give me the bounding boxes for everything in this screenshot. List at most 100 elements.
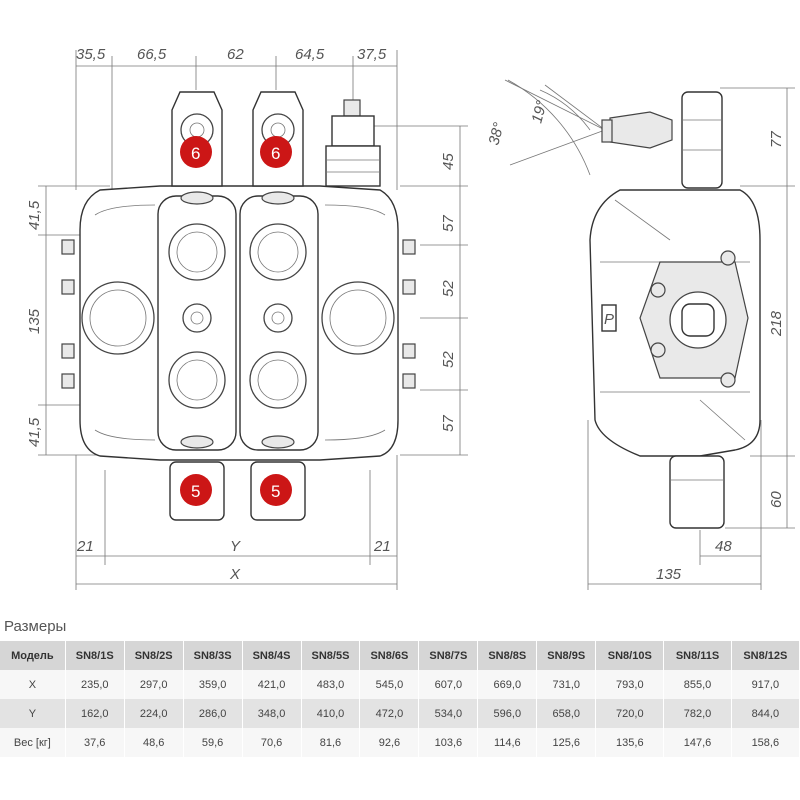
side-bottom-dimension-chain: 48 135 (587, 420, 762, 590)
outlet-port (321, 281, 395, 355)
angle-dimension: 38° 19° (485, 79, 606, 176)
row-label: X (0, 670, 66, 699)
table-cell: 297,0 (124, 670, 184, 699)
dimensions-table: Модель SN8/1S SN8/2S SN8/3S SN8/4S SN8/5… (0, 641, 800, 757)
header-model: SN8/7S (418, 641, 479, 670)
angle-inner: 19° (528, 99, 550, 125)
table-cell: 37,6 (65, 728, 125, 757)
top-dim-4: 64,5 (295, 46, 325, 63)
header-model: SN8/1S (65, 641, 125, 670)
right-dim-3: 52 (440, 280, 457, 297)
right-dimension-chain: 45 57 52 52 57 (360, 125, 468, 456)
table-cell: 235,0 (65, 670, 125, 699)
bolt-right-2 (402, 279, 416, 295)
top-dimension-chain: 35,5 66,5 62 64,5 37,5 (75, 46, 398, 190)
table-cell: 359,0 (183, 670, 243, 699)
table-cell: 224,0 (124, 699, 184, 728)
left-dimension-chain: 41,5 135 41,5 (26, 185, 110, 456)
port-marker-top-1: 6 (180, 136, 212, 168)
top-dim-1: 35,5 (76, 46, 106, 63)
header-model: SN8/4S (242, 641, 302, 670)
table-cell: 103,6 (418, 728, 479, 757)
table-cell: 125,6 (536, 728, 597, 757)
side-dim-218: 218 (768, 310, 785, 337)
side-dim-77: 77 (768, 131, 785, 148)
port-marker-bottom-2-label: 5 (271, 482, 280, 501)
side-view: 38° 19° 77 218 60 48 135 (485, 79, 795, 590)
header-model: SN8/3S (183, 641, 243, 670)
bottom-dim-x: X (229, 566, 241, 583)
bolt-right-1 (402, 239, 416, 255)
header-model: SN8/5S (301, 641, 361, 670)
bolt-right-3 (402, 343, 416, 359)
bottom-dim-left: 21 (76, 538, 94, 555)
header-model: SN8/6S (359, 641, 420, 670)
port-marker-top-2: 6 (260, 136, 292, 168)
table-cell: 92,6 (359, 728, 420, 757)
bolt-left-4 (61, 373, 75, 389)
table-cell: 545,0 (359, 670, 420, 699)
left-dim-2: 135 (26, 308, 43, 334)
port-marker-top-2-label: 6 (271, 144, 280, 163)
table-cell: 59,6 (183, 728, 243, 757)
header-model: SN8/2S (124, 641, 184, 670)
table-cell: 472,0 (359, 699, 420, 728)
bolt-left-3 (61, 343, 75, 359)
top-dim-5: 37,5 (357, 46, 387, 63)
relief-valve (325, 99, 381, 187)
table-cell: 669,0 (477, 670, 538, 699)
bolt-left-2 (61, 279, 75, 295)
angle-outer: 38° (485, 121, 507, 147)
table-cell: 607,0 (418, 670, 479, 699)
table-cell: 483,0 (301, 670, 361, 699)
table-cell: 731,0 (536, 670, 597, 699)
table-cell: 348,0 (242, 699, 302, 728)
bottom-dimension-chain: 21 Y 21 X (75, 455, 398, 590)
table-cell: 421,0 (242, 670, 302, 699)
table-title: Размеры (4, 618, 67, 635)
table-row-weight: Вес [кг] 37,6 48,6 59,6 70,6 81,6 92,6 1… (0, 728, 800, 757)
table-cell: 410,0 (301, 699, 361, 728)
left-dim-1: 41,5 (26, 200, 43, 230)
table-cell: 782,0 (663, 699, 732, 728)
right-dim-2: 57 (440, 215, 457, 232)
top-dim-3: 62 (227, 46, 244, 63)
right-dim-5: 57 (440, 415, 457, 432)
table-cell: 534,0 (418, 699, 479, 728)
bottom-dim-right: 21 (373, 538, 391, 555)
left-dim-3: 41,5 (26, 417, 43, 447)
table-cell: 135,6 (595, 728, 665, 757)
header-model: SN8/10S (595, 641, 665, 670)
row-label: Вес [кг] (0, 728, 66, 757)
port-marker-top-1-label: 6 (191, 144, 200, 163)
top-dim-2: 66,5 (137, 46, 167, 63)
table-cell: 855,0 (663, 670, 732, 699)
table-cell: 81,6 (301, 728, 361, 757)
table-cell: 720,0 (595, 699, 665, 728)
table-cell: 844,0 (731, 699, 800, 728)
table-cell: 48,6 (124, 728, 184, 757)
front-view: 35,5 66,5 62 64,5 37,5 41,5 135 41,5 (26, 46, 468, 590)
table-row-y: Y 162,0 224,0 286,0 348,0 410,0 472,0 53… (0, 699, 800, 728)
table-cell: 917,0 (731, 670, 800, 699)
side-dim-135: 135 (656, 566, 682, 583)
side-dim-60: 60 (768, 491, 785, 508)
port-marker-bottom-1-label: 5 (191, 482, 200, 501)
right-dim-1: 45 (440, 153, 457, 170)
port-p-label: P (604, 311, 614, 328)
table-row-x: X 235,0 297,0 359,0 421,0 483,0 545,0 60… (0, 670, 800, 699)
bolt-left-1 (61, 239, 75, 255)
side-right-dimension-chain: 77 218 60 (720, 87, 795, 529)
technical-drawing: 35,5 66,5 62 64,5 37,5 41,5 135 41,5 (26, 46, 795, 590)
table-cell: 70,6 (242, 728, 302, 757)
header-label: Модель (0, 641, 66, 670)
valve-body-front (61, 91, 416, 521)
table-cell: 286,0 (183, 699, 243, 728)
right-dim-4: 52 (440, 351, 457, 368)
inlet-port (81, 281, 155, 355)
bottom-dim-y: Y (230, 538, 241, 555)
bolt-right-4 (402, 373, 416, 389)
table-cell: 158,6 (731, 728, 800, 757)
port-p-box (601, 304, 617, 332)
table-cell: 793,0 (595, 670, 665, 699)
